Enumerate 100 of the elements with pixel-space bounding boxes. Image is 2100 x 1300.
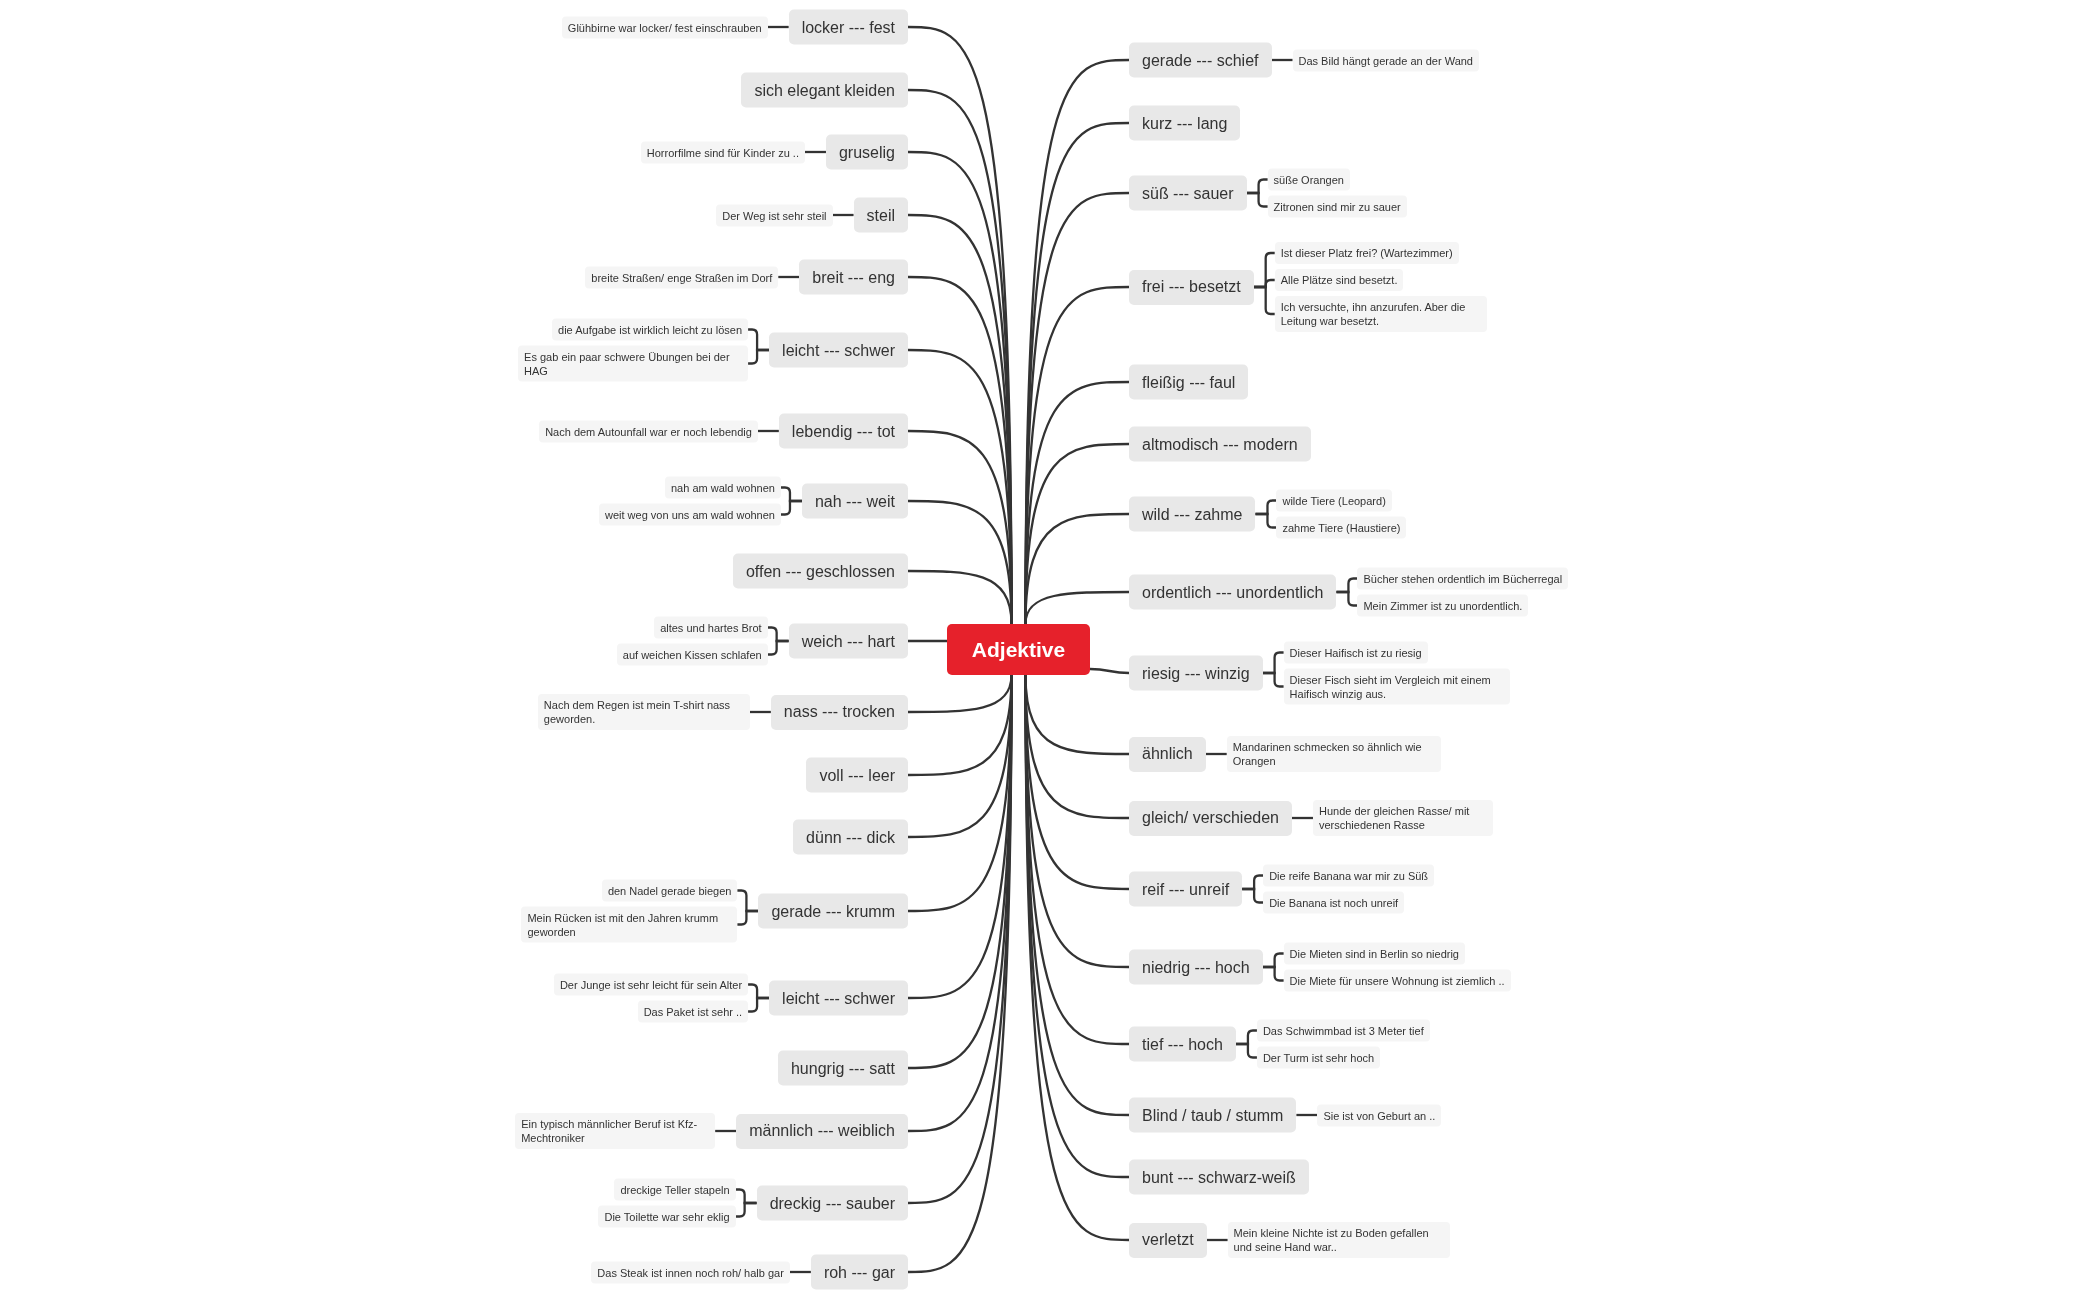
connector-line (778, 275, 800, 279)
subtopic: offen --- geschlossen (732, 553, 908, 589)
connector-line (767, 25, 789, 29)
branch-connector (908, 639, 947, 643)
subtopic: männlich --- weiblich (736, 1113, 908, 1149)
example-note: Das Paket ist sehr .. (637, 1000, 749, 1023)
connector-line (1253, 285, 1275, 316)
connector-line (748, 996, 770, 1013)
example-note: Die reife Banana war mir zu Süß (1263, 864, 1435, 887)
example-note: Mein Rücken ist mit den Jahren krumm geworden (521, 906, 738, 943)
subtopic: locker --- fest (788, 9, 908, 45)
connector-line (832, 213, 854, 217)
example-note: Mein kleine Nichte ist zu Boden gefallen und seine Hand war.. (1227, 1222, 1450, 1258)
example-note: Ein typisch männlicher Beruf ist Kfz-Mechtroniker (515, 1113, 716, 1149)
subtopic: weich --- hart (788, 623, 908, 659)
example-note: Die Banana ist noch unreif (1263, 891, 1405, 914)
example-note: auf weichen Kissen schlafen (616, 643, 768, 666)
subtopic: sich elegant kleiden (741, 72, 908, 108)
subtopic: niedrig --- hoch (1129, 949, 1263, 985)
subtopic: süß --- sauer (1129, 175, 1247, 211)
example-note: Der Weg ist sehr steil (716, 204, 833, 226)
example-note: den Nadel gerade biegen (601, 879, 738, 902)
example-note: die Aufgabe ist wirklich leicht zu lösen (552, 318, 749, 341)
example-note: Horrorfilme sind für Kinder zu .. (640, 141, 805, 163)
connector-line (735, 1201, 757, 1218)
example-note: Dieser Haifisch ist zu riesig (1283, 641, 1428, 664)
subtopic: steil (853, 197, 908, 233)
connector-line (1336, 590, 1358, 607)
connector-line (1235, 1042, 1257, 1059)
subtopic: roh --- gar (810, 1254, 908, 1290)
connector-line (749, 710, 771, 714)
subtopic: leicht --- schwer (769, 980, 908, 1016)
connector-line (804, 150, 826, 154)
subtopic: hungrig --- satt (777, 1050, 908, 1086)
example-note: dreckige Teller stapeln (614, 1178, 736, 1201)
example-note: Zitronen sind mir zu sauer (1267, 195, 1407, 218)
subtopic: nass --- trocken (770, 694, 908, 730)
connector-line (715, 1129, 737, 1133)
subtopic: wild --- zahme (1129, 496, 1256, 532)
subtopic: riesig --- winzig (1129, 655, 1263, 691)
connector-line (1205, 752, 1227, 756)
branch-connector (1024, 590, 1129, 625)
example-note: Ich versuchte, ihn anzurufen. Aber die Leitung war besetzt. (1274, 296, 1487, 332)
example-note: Nach dem Autounfall war er noch lebendig (539, 420, 758, 442)
subtopic: gerade --- krumm (758, 893, 908, 929)
example-note: Sie ist von Geburt an .. (1317, 1104, 1442, 1126)
example-note: Nach dem Regen ist mein T-shirt nass geworden. (537, 694, 750, 730)
subtopic: dreckig --- sauber (756, 1185, 908, 1221)
subtopic: nah --- weit (801, 483, 908, 519)
example-note: nah am wald wohnen (665, 476, 781, 499)
example-note: süße Orangen (1267, 168, 1350, 191)
central-topic: Adjektive (947, 624, 1090, 675)
example-note: Die Mieten sind in Berlin so niedrig (1283, 942, 1465, 965)
example-note: Das Bild hängt gerade an der Wand (1292, 49, 1479, 71)
subtopic: ordentlich --- unordentlich (1129, 574, 1337, 610)
example-note: Das Steak ist innen noch roh/ halb gar (591, 1261, 790, 1283)
subtopic: altmodisch --- modern (1129, 426, 1311, 462)
connector-line (767, 639, 789, 656)
subtopic: reif --- unreif (1129, 871, 1243, 907)
example-note: Das Schwimmbad ist 3 Meter tief (1256, 1019, 1430, 1042)
branch-connector (1089, 667, 1130, 675)
connector-line (1271, 58, 1293, 62)
subtopic: tief --- hoch (1129, 1026, 1236, 1062)
example-note: Die Miete für unsere Wohnung ist ziemlich .. (1283, 969, 1511, 992)
example-note: Alle Plätze sind besetzt. (1274, 269, 1404, 291)
subtopic: breit --- eng (799, 259, 908, 295)
subtopic: gleich/ verschieden (1129, 800, 1292, 836)
connector-line (1242, 887, 1264, 904)
example-note: Die Toilette war sehr eklig (598, 1205, 736, 1228)
example-note: Es gab ein paar schwere Übungen bei der HAG (518, 345, 749, 382)
connector-line (1291, 816, 1313, 820)
example-note: Mandarinen schmecken so ähnlich wie Orangen (1226, 736, 1441, 772)
example-note: Hunde der gleichen Rasse/ mit verschiedenen Rasse (1312, 800, 1493, 836)
example-note: Mein Zimmer ist zu unordentlich. (1357, 594, 1529, 617)
subtopic: verletzt (1129, 1222, 1207, 1258)
subtopic: bunt --- schwarz-weiß (1129, 1159, 1309, 1195)
subtopic: lebendig --- tot (778, 413, 908, 449)
connector-line (1206, 1238, 1228, 1242)
subtopic: Blind / taub / stumm (1129, 1097, 1297, 1133)
example-note: Dieser Fisch sieht im Vergleich mit einem Haifisch winzig aus. (1283, 668, 1510, 705)
example-note: altes und hartes Brot (654, 616, 768, 639)
connector-line (757, 429, 779, 433)
subtopic: leicht --- schwer (769, 332, 908, 368)
connector-line (1296, 1113, 1318, 1117)
subtopic: ähnlich (1129, 736, 1206, 772)
subtopic: fleißig --- faul (1129, 364, 1249, 400)
subtopic: gerade --- schief (1129, 42, 1272, 78)
branch-connector (908, 569, 1013, 625)
connector-line (748, 348, 770, 365)
connector-line (780, 499, 802, 516)
subtopic: dünn --- dick (793, 819, 908, 855)
example-note: Der Junge ist sehr leicht für sein Alter (553, 973, 749, 996)
example-note: Ist dieser Platz frei? (Wartezimmer) (1274, 242, 1459, 264)
subtopic: kurz --- lang (1129, 105, 1241, 141)
connector-line (737, 909, 759, 926)
subtopic: voll --- leer (806, 757, 908, 793)
example-note: Glühbirne war locker/ fest einschrauben (561, 16, 768, 38)
example-note: Bücher stehen ordentlich im Bücherregal (1357, 567, 1569, 590)
connector-line (1262, 671, 1284, 688)
example-note: weit weg von uns am wald wohnen (599, 503, 781, 526)
